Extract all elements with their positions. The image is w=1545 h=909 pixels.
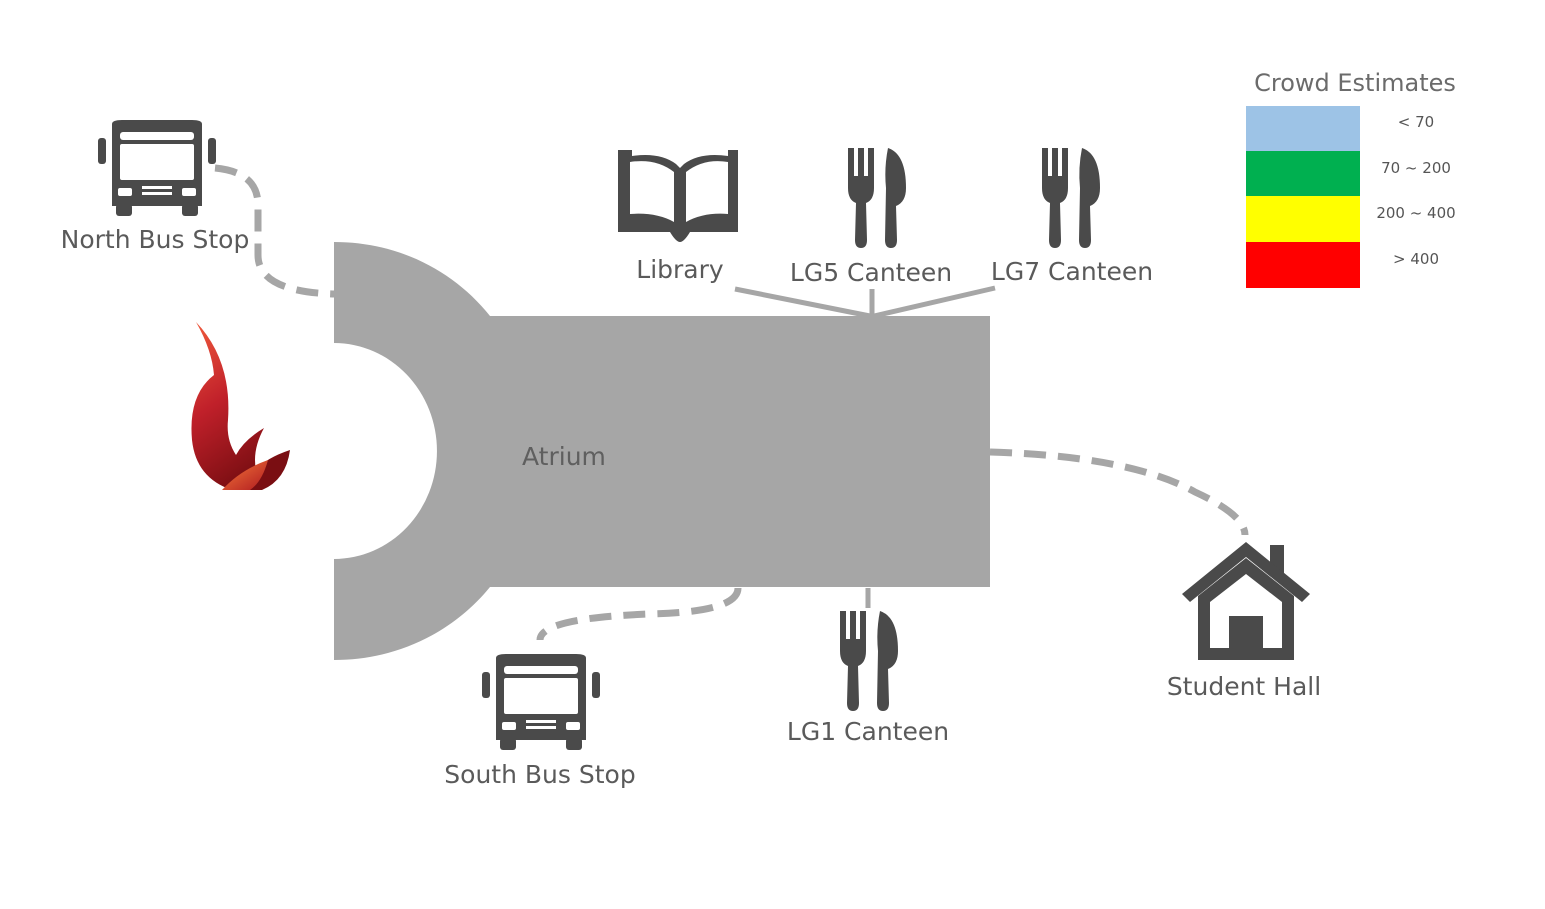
path-library xyxy=(734,286,871,319)
legend-label: 200 ~ 400 xyxy=(1376,204,1455,222)
south-bus-stop-label: South Bus Stop xyxy=(444,760,635,789)
path-south-bus-stop xyxy=(536,587,742,641)
student-hall[interactable]: Student Hall xyxy=(1167,542,1321,701)
fork-knife-icon xyxy=(848,148,906,248)
legend-item: 70 ~ 200 xyxy=(1246,151,1451,196)
lg7-canteen-label: LG7 Canteen xyxy=(991,257,1153,286)
lg1-canteen[interactable]: LG1 Canteen xyxy=(787,611,949,746)
lg5-canteen-label: LG5 Canteen xyxy=(790,258,952,287)
legend-item: > 400 xyxy=(1246,242,1439,288)
legend-item: < 70 xyxy=(1246,106,1434,151)
lg7-canteen[interactable]: LG7 Canteen xyxy=(991,148,1153,286)
legend-item: 200 ~ 400 xyxy=(1246,196,1456,242)
path-lg7-canteen xyxy=(873,285,996,319)
legend-label: 70 ~ 200 xyxy=(1381,159,1451,177)
house-icon xyxy=(1182,542,1310,660)
bus-icon xyxy=(98,120,216,216)
legend-swatch xyxy=(1246,196,1360,242)
atrium-label: Atrium xyxy=(522,442,606,471)
book-icon xyxy=(618,150,738,242)
library[interactable]: Library xyxy=(618,150,738,284)
legend-swatch xyxy=(1246,151,1360,196)
legend-swatch xyxy=(1246,106,1360,151)
library-label: Library xyxy=(636,255,724,284)
legend-title: Crowd Estimates xyxy=(1254,69,1456,97)
legend-label: < 70 xyxy=(1398,113,1434,131)
path-north-bus-stop xyxy=(214,164,336,298)
fork-knife-icon xyxy=(840,611,898,711)
student-hall-label: Student Hall xyxy=(1167,672,1321,701)
bus-icon xyxy=(482,654,600,750)
lg1-canteen-label: LG1 Canteen xyxy=(787,717,949,746)
north-bus-stop-label: North Bus Stop xyxy=(61,225,250,254)
fork-knife-icon xyxy=(1042,148,1100,248)
legend-swatch xyxy=(1246,242,1360,288)
lg5-canteen[interactable]: LG5 Canteen xyxy=(790,148,952,287)
atrium-building: Atrium xyxy=(334,242,990,660)
path-student-hall xyxy=(989,448,1249,536)
flame-logo-icon xyxy=(191,322,290,490)
crowd-legend: Crowd Estimates < 70 70 ~ 200 200 ~ 400 … xyxy=(1246,69,1456,288)
south-bus-stop[interactable]: South Bus Stop xyxy=(444,654,636,789)
north-bus-stop[interactable]: North Bus Stop xyxy=(61,120,250,254)
legend-label: > 400 xyxy=(1393,250,1439,268)
